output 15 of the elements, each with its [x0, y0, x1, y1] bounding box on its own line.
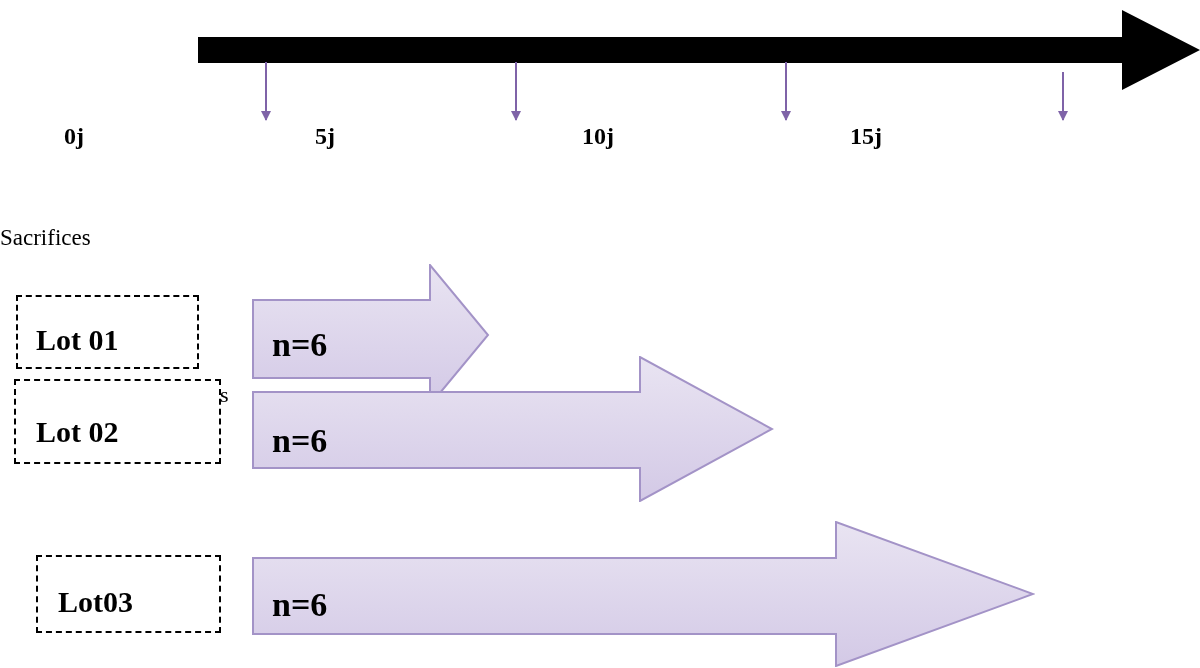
group-box [16, 295, 199, 369]
group-label: Lot 02 [36, 417, 119, 447]
count-label: n=6 [272, 328, 328, 362]
time-label: 0j [64, 124, 84, 148]
group-box [36, 555, 221, 633]
count-label: n=6 [272, 588, 328, 622]
row-heading: Sacrifices [0, 226, 91, 249]
time-label: 5j [315, 124, 335, 148]
time-label: 10j [582, 124, 614, 148]
group-label: Lot 01 [36, 325, 119, 355]
group-label: Lot03 [58, 587, 133, 617]
time-label: 15j [850, 124, 882, 148]
text-fragment: s [220, 384, 229, 406]
group-box [14, 379, 221, 464]
count-label: n=6 [272, 424, 328, 458]
